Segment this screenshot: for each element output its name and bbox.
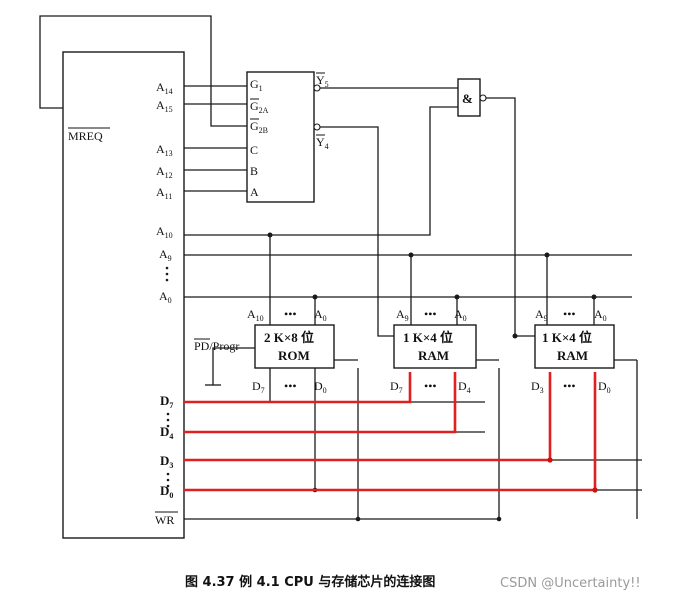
ram1-data-hi: D7 <box>390 379 403 395</box>
pin-a10: A10 <box>156 224 173 240</box>
ram2-data-hi: D3 <box>531 379 544 395</box>
dec-y4: Y4 <box>316 135 329 151</box>
pd-progr-label: PD/Progr <box>194 339 239 353</box>
rom-addr-lo: A0 <box>314 307 327 323</box>
ram1-line1: 1 K×4 位 <box>403 330 453 345</box>
ram2-addr-ellipsis: ••• <box>563 307 576 321</box>
pin-a14: A14 <box>156 80 173 96</box>
rom-line1: 2 K×8 位 <box>264 330 314 345</box>
figure-caption: 图 4.37 例 4.1 CPU 与存储芯片的连接图 <box>185 574 435 590</box>
y5-bubble <box>313 84 321 92</box>
ram1-addr-lo: A0 <box>454 307 467 323</box>
csdn-watermark: CSDN @Uncertainty!! <box>500 576 641 591</box>
ram2-line1: 1 K×4 位 <box>542 330 592 345</box>
pin-d7: D7 <box>160 393 173 410</box>
dec-c: C <box>250 143 258 157</box>
pin-a12: A12 <box>156 164 173 180</box>
rom-data-ellipsis: ••• <box>284 379 297 393</box>
y4-bubble <box>313 123 321 131</box>
wr-bus <box>184 368 500 520</box>
rom-addr-ellipsis: ••• <box>284 307 297 321</box>
red-line-d7 <box>184 372 412 404</box>
dec-y5: Y5 <box>316 73 329 89</box>
red-line-d3 <box>184 372 552 462</box>
ram2-line2: RAM <box>557 348 588 363</box>
rom-chip <box>254 324 335 369</box>
rom-line2: ROM <box>278 348 310 363</box>
ram2-chip <box>534 324 615 369</box>
ram1-data-ellipsis: ••• <box>424 379 437 393</box>
pin-a0: A0 <box>159 289 172 305</box>
rom-data-hi: D7 <box>252 379 265 395</box>
pin-d4: D4 <box>160 424 173 441</box>
pin-d3: D3 <box>160 453 173 470</box>
ram2-data-lo: D0 <box>598 379 611 395</box>
cpu-block <box>62 51 185 539</box>
decoder-block <box>246 71 315 203</box>
ram2-addr-hi: A9 <box>535 307 548 323</box>
ram1-addr-hi: A9 <box>396 307 409 323</box>
rom-addr-hi: A10 <box>247 307 264 323</box>
ram1-chip <box>393 324 477 369</box>
ram1-addr-ellipsis: ••• <box>424 307 437 321</box>
ram2-addr-lo: A0 <box>594 307 607 323</box>
dec-a: A <box>250 185 259 199</box>
and-symbol: & <box>462 91 473 106</box>
mreq-wire <box>39 15 247 127</box>
pin-a15: A15 <box>156 98 173 114</box>
pin-a13: A13 <box>156 142 173 158</box>
pin-d0: D0 <box>160 483 173 500</box>
ram2-data-ellipsis: ••• <box>563 379 576 393</box>
dec-b: B <box>250 164 258 178</box>
pin-wr: WR <box>155 513 174 527</box>
mreq-label: MREQ <box>68 129 103 143</box>
dec-g1: G1 <box>250 77 263 93</box>
dec-g2b: G2B <box>250 119 268 135</box>
pin-a9: A9 <box>159 247 172 263</box>
ram1-line2: RAM <box>418 348 449 363</box>
dec-g2a: G2A <box>250 99 269 115</box>
rom-data-lo: D0 <box>314 379 327 395</box>
ram1-data-lo: D4 <box>458 379 471 395</box>
pin-a11: A11 <box>156 185 172 201</box>
red-line-d4 <box>184 372 457 434</box>
